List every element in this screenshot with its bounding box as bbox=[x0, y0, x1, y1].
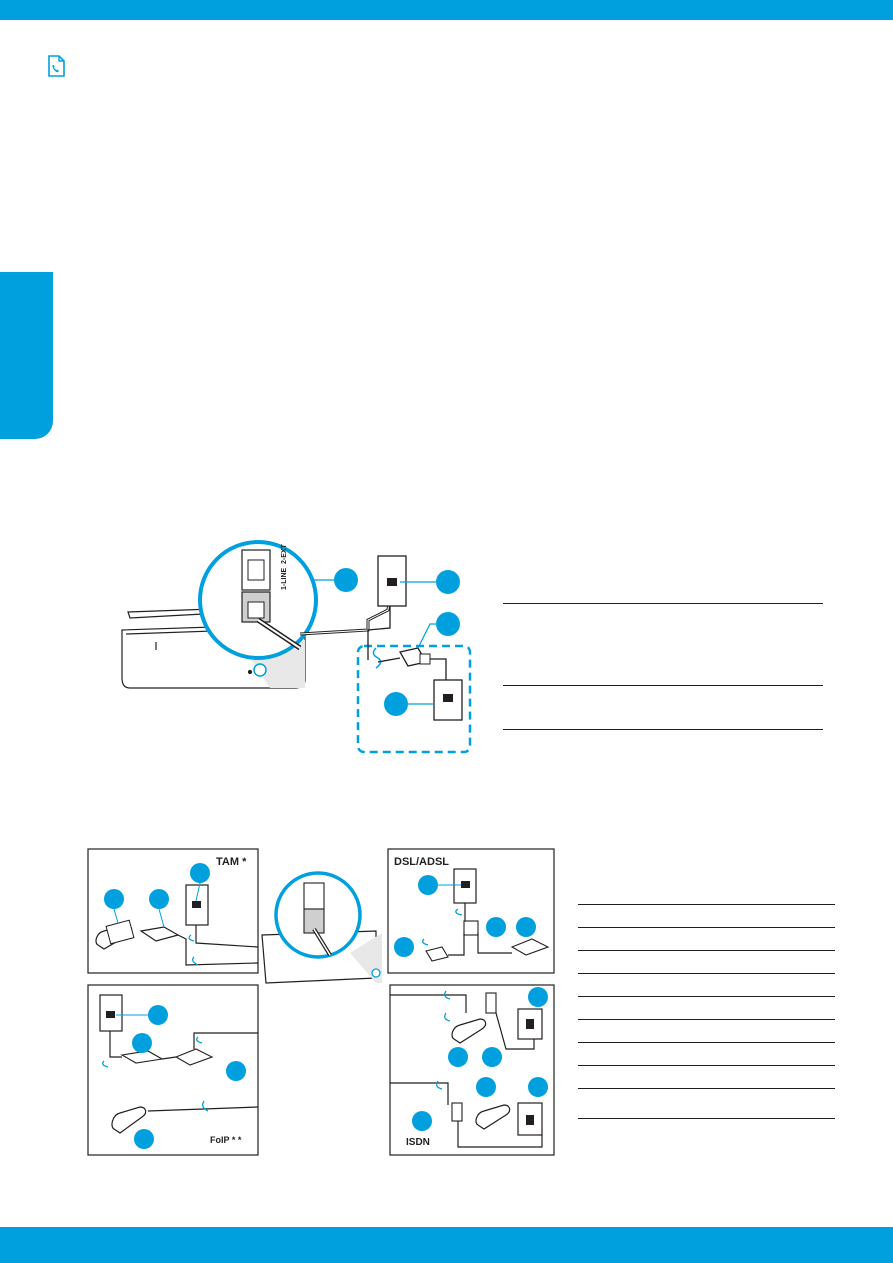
legend-rule bbox=[578, 904, 835, 905]
legend-rule bbox=[578, 1019, 835, 1020]
legend-rule bbox=[578, 973, 835, 974]
isdn-panel: ISDN bbox=[389, 984, 555, 1156]
tam-label: TAM * bbox=[216, 856, 247, 868]
legend-rule bbox=[578, 996, 835, 997]
callout-marker-4 bbox=[384, 692, 408, 716]
dsl-label: DSL/ADSL bbox=[394, 856, 449, 868]
port-label-line: 1-LINE bbox=[281, 568, 288, 591]
section-side-tab bbox=[0, 272, 53, 439]
legend-rule bbox=[503, 685, 823, 686]
legend-rule bbox=[578, 1042, 835, 1043]
callout-marker-3 bbox=[436, 612, 460, 636]
tam-panel: TAM * bbox=[87, 848, 259, 974]
callout-marker-1 bbox=[334, 568, 358, 592]
top-accent-bar bbox=[0, 0, 893, 20]
legend-rule bbox=[578, 1118, 835, 1119]
callout-marker-2 bbox=[436, 570, 460, 594]
port-label-ext: 2-EXT bbox=[281, 543, 288, 564]
legend-rule bbox=[503, 603, 823, 604]
legend-rule bbox=[578, 1065, 835, 1066]
legend-rule bbox=[578, 950, 835, 951]
legend-rule bbox=[578, 1088, 835, 1089]
fax-phone-icon bbox=[44, 54, 68, 78]
voip-label: FoIP * * bbox=[210, 1135, 242, 1145]
main-diagram-legend-lines bbox=[503, 598, 823, 738]
isdn-label: ISDN bbox=[406, 1137, 430, 1148]
connection-scenarios-diagram: TAM * bbox=[86, 843, 556, 1158]
printer-magnifier-small bbox=[261, 871, 382, 984]
legend-rule bbox=[503, 729, 823, 730]
main-fax-connection-diagram: 1-LINE 2-EXT bbox=[100, 520, 480, 760]
port-magnifier: 1-LINE 2-EXT bbox=[198, 540, 318, 660]
voip-panel: FoIP * * bbox=[87, 984, 259, 1156]
scenarios-legend-lines bbox=[578, 900, 835, 1125]
dsl-panel: DSL/ADSL bbox=[387, 848, 555, 974]
bottom-accent-bar bbox=[0, 1227, 893, 1263]
legend-rule bbox=[578, 927, 835, 928]
